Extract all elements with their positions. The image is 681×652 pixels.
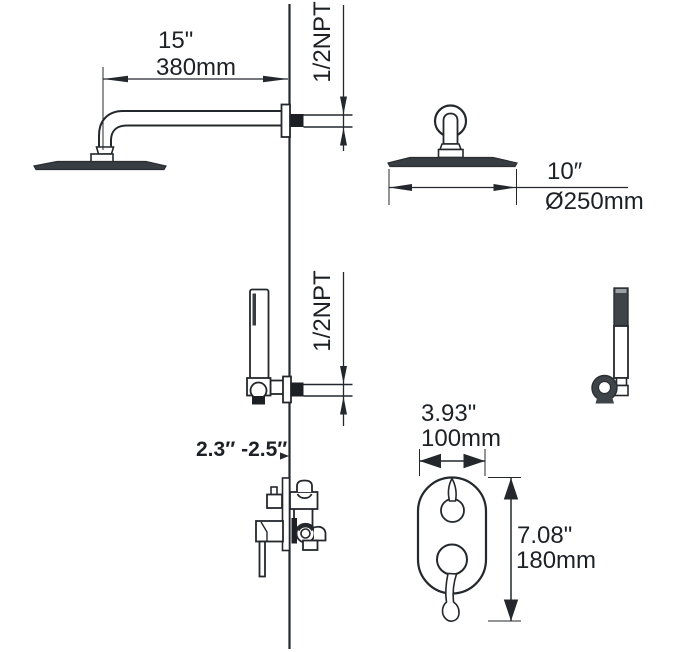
label-arm-length-mm: 380mm <box>156 54 236 81</box>
hand-shower-wall-flange <box>282 375 292 404</box>
rain-shower-side-view <box>33 5 353 171</box>
rain-shower-front-view <box>387 104 628 205</box>
arrowhead-right <box>493 184 517 191</box>
valve-dark-bar <box>291 518 297 544</box>
holder-clamp-front <box>595 396 614 404</box>
diverter-lever <box>447 476 457 502</box>
diverter-knob-side <box>266 493 283 509</box>
valve-body-foot <box>302 539 319 551</box>
label-thread-mid: 1/2NPT <box>309 270 336 352</box>
holder-ring-hole <box>597 380 612 395</box>
handle-escutcheon-side <box>255 520 284 543</box>
arrowhead-down <box>340 366 347 384</box>
arrowhead-left <box>389 184 412 191</box>
diverter-knob <box>440 498 465 523</box>
arrowhead-up <box>503 478 519 500</box>
valve-outlet-horn <box>313 525 327 542</box>
hand-shower-side-view <box>246 272 353 460</box>
holder-arm <box>269 379 285 395</box>
arrowhead-up <box>340 396 347 415</box>
wand-spray-edge <box>252 293 256 326</box>
label-arm-length-in: 15" <box>158 27 193 54</box>
label-valve-width-in: 3.93" <box>421 400 476 427</box>
arm-wall-flange <box>280 103 291 138</box>
rain-shower-head-disc-front <box>387 156 518 168</box>
head-connector-neck <box>438 143 463 151</box>
mixer-valve-front-view <box>416 449 521 622</box>
arrowhead-up <box>340 127 347 146</box>
label-wall-depth: 2.3″ -2.5″ <box>196 438 287 461</box>
valve-cartridge-inner <box>300 528 311 539</box>
arrowhead-down <box>340 96 347 115</box>
mixer-knob <box>436 543 468 576</box>
shower-arm-outline-inner <box>110 124 284 147</box>
label-valve-height-in: 7.08" <box>517 522 572 549</box>
mixer-valve-side-view <box>255 477 327 578</box>
arrowhead-depth <box>280 452 289 460</box>
valve-back-plate <box>281 477 291 552</box>
shower-arm-outline <box>98 110 284 147</box>
arrowhead-left <box>103 75 128 83</box>
hand-shower-head-front <box>613 287 629 327</box>
head-connector-base <box>437 148 464 159</box>
handle-connector <box>615 377 628 387</box>
rain-shower-head-disc <box>33 160 167 171</box>
arrowhead-right <box>463 453 485 469</box>
handle-lever-side <box>258 540 266 578</box>
arrowhead-left <box>419 453 441 469</box>
holder-clamp <box>252 396 265 405</box>
label-head-diameter-in: 10″ <box>547 158 583 185</box>
valve-cap-arc <box>296 493 313 500</box>
arm-connector-neck <box>95 146 115 155</box>
hand-shower-front-view <box>591 287 629 404</box>
hand-shower-wall-pipe <box>290 382 304 397</box>
valve-cartridge-arc <box>295 522 316 532</box>
label-thread-top: 1/2NPT <box>309 1 336 83</box>
mixer-lever <box>441 572 460 622</box>
label-head-diameter-mm: Ø250mm <box>545 188 644 215</box>
handle-detail-line <box>260 521 268 541</box>
mount-stem <box>442 112 459 145</box>
arm-wall-pipe <box>290 114 304 127</box>
valve-body-top <box>289 491 319 510</box>
hand-shower-head-cap <box>615 289 627 293</box>
arrowhead-right <box>263 75 288 83</box>
hand-shower-handle-front <box>613 325 629 379</box>
label-valve-height-mm: 180mm <box>516 547 596 574</box>
label-valve-width-mm: 100mm <box>421 425 501 452</box>
arrowhead-down <box>503 599 519 621</box>
valve-top-cap <box>296 479 313 492</box>
